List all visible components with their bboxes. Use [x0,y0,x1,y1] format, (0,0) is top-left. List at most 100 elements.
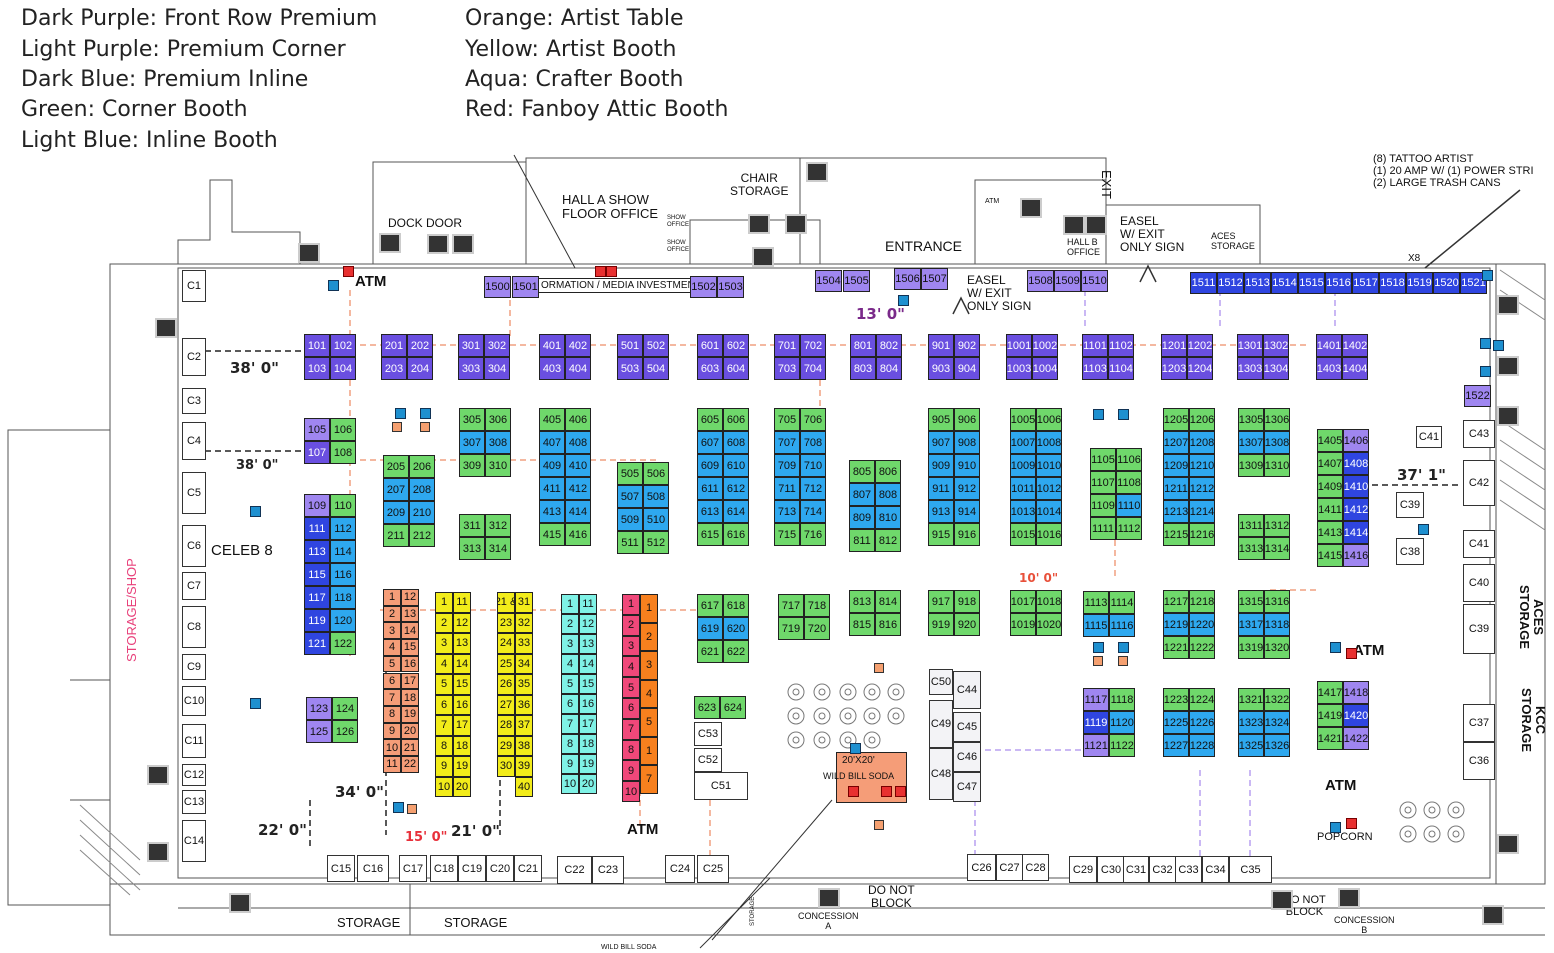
booth-104[interactable]: 104 [330,357,356,380]
booth-15[interactable]: 15 [401,639,419,656]
booth-20[interactable]: 20 [453,776,471,797]
booth-719[interactable]: 719 [778,617,804,640]
booth-1020[interactable]: 1020 [1036,613,1062,636]
booth-113[interactable]: 113 [304,540,330,563]
booth-1208[interactable]: 1208 [1189,431,1215,454]
booth-716[interactable]: 716 [800,523,826,546]
booth-1019[interactable]: 1019 [1010,613,1036,636]
booth-20[interactable]: 20 [401,722,419,740]
booth-1415[interactable]: 1415 [1317,544,1343,567]
booth-1405[interactable]: 1405 [1317,429,1343,452]
booth-c25[interactable]: C25 [697,855,729,883]
booth-207[interactable]: 207 [383,478,409,501]
booth-c36[interactable]: C36 [1463,742,1495,780]
booth-39[interactable]: 39 [515,756,533,777]
booth-403[interactable]: 403 [539,357,565,380]
booth-10[interactable]: 10 [561,774,579,794]
booth-1319[interactable]: 1319 [1238,636,1264,659]
booth-1222[interactable]: 1222 [1189,636,1215,659]
booth-1012[interactable]: 1012 [1036,477,1062,500]
booth-1308[interactable]: 1308 [1264,431,1290,454]
booth-1510[interactable]: 1510 [1081,270,1108,292]
booth-16[interactable]: 16 [579,694,597,714]
booth-c21[interactable]: C21 [514,855,542,882]
booth-1323[interactable]: 1323 [1238,711,1264,734]
booth-701[interactable]: 701 [774,334,800,357]
booth-c18[interactable]: C18 [430,855,458,882]
booth-816[interactable]: 816 [875,613,901,636]
booth-7[interactable]: 7 [622,718,640,740]
booth-416[interactable]: 416 [565,523,591,546]
booth-1111[interactable]: 1111 [1090,517,1116,540]
booth-21[interactable]: 21 [401,739,419,756]
booth-c31[interactable]: C31 [1123,856,1149,883]
booth-c41[interactable]: C41 [1463,530,1495,558]
booth-c53[interactable]: C53 [694,722,722,746]
booth-405[interactable]: 405 [539,408,565,431]
booth-19[interactable]: 19 [453,756,471,777]
booth-615[interactable]: 615 [697,523,723,546]
booth-14[interactable]: 14 [579,654,597,674]
booth-1112[interactable]: 1112 [1116,517,1142,540]
booth-c12[interactable]: C12 [182,764,206,786]
booth-209[interactable]: 209 [383,501,409,524]
booth-4[interactable]: 4 [435,653,453,674]
booth-108[interactable]: 108 [330,441,356,464]
booth-208[interactable]: 208 [409,478,435,501]
booth-1004[interactable]: 1004 [1032,357,1058,380]
booth-605[interactable]: 605 [697,408,723,431]
booth-125[interactable]: 125 [306,720,332,743]
booth-703[interactable]: 703 [774,357,800,380]
booth-11[interactable]: 11 [383,756,401,773]
booth-33[interactable]: 33 [515,633,533,654]
booth-1318[interactable]: 1318 [1264,613,1290,636]
booth-c51[interactable]: C51 [694,772,748,800]
booth-308[interactable]: 308 [485,431,511,454]
booth-1113[interactable]: 1113 [1083,591,1109,614]
booth-313[interactable]: 313 [459,537,485,560]
booth-4[interactable]: 4 [561,654,579,674]
booth-8[interactable]: 8 [435,735,453,756]
booth-1317[interactable]: 1317 [1238,613,1264,636]
booth-c48[interactable]: C48 [929,748,953,800]
booth-1220[interactable]: 1220 [1189,613,1215,636]
booth-614[interactable]: 614 [723,500,749,523]
booth-6[interactable]: 6 [435,694,453,715]
booth-612[interactable]: 612 [723,477,749,500]
booth-620[interactable]: 620 [723,617,749,640]
booth-1312[interactable]: 1312 [1264,514,1290,537]
booth-9[interactable]: 9 [622,760,640,782]
booth-212[interactable]: 212 [409,524,435,547]
booth-5[interactable]: 5 [435,674,453,695]
booth-1115[interactable]: 1115 [1083,614,1109,637]
booth-8[interactable]: 8 [561,734,579,754]
booth-c3[interactable]: C3 [182,388,206,414]
booth-1118[interactable]: 1118 [1109,688,1135,711]
booth-38[interactable]: 38 [515,735,533,756]
booth-34[interactable]: 34 [515,653,533,674]
booth-c1[interactable]: C1 [182,270,206,302]
booth-c24[interactable]: C24 [665,855,695,883]
booth-411[interactable]: 411 [539,477,565,500]
booth-810[interactable]: 810 [875,506,901,529]
booth-6[interactable]: 6 [622,698,640,719]
booth-13[interactable]: 13 [401,605,419,623]
booth-16[interactable]: 16 [453,694,471,715]
booth-205[interactable]: 205 [383,455,409,478]
booth-103[interactable]: 103 [304,357,330,380]
booth-6[interactable]: 6 [383,672,401,690]
booth-c17[interactable]: C17 [399,855,427,882]
booth-c15[interactable]: C15 [327,855,355,882]
booth-31[interactable]: 31 [515,592,533,613]
booth-902[interactable]: 902 [954,334,980,357]
booth-12[interactable]: 12 [401,589,419,606]
booth-912[interactable]: 912 [954,477,980,500]
booth-613[interactable]: 613 [697,500,723,523]
booth-23[interactable]: 23 [497,612,515,633]
booth-412[interactable]: 412 [565,477,591,500]
booth-c38[interactable]: C38 [1396,538,1424,565]
booth-1105[interactable]: 1105 [1090,448,1116,471]
booth-704[interactable]: 704 [800,357,826,380]
booth-413[interactable]: 413 [539,500,565,523]
booth-1302[interactable]: 1302 [1263,334,1289,357]
